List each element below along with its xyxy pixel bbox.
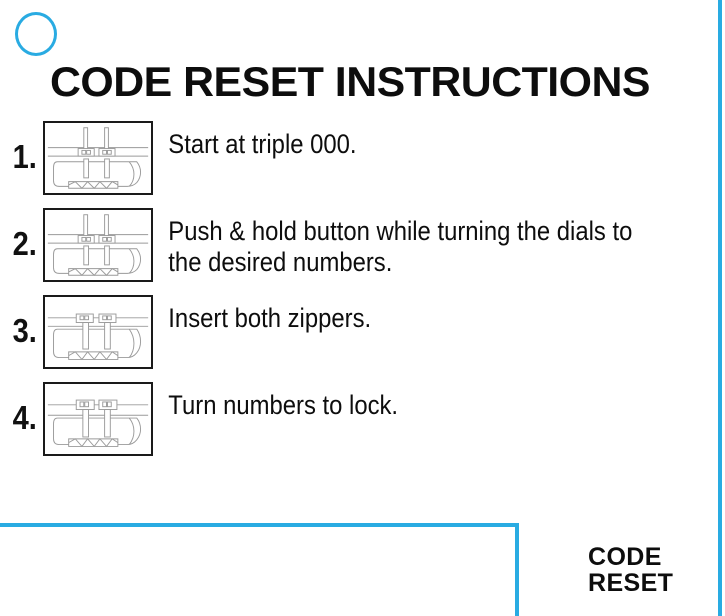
instruction-steps-list: 1. [0,118,700,466]
brand-line-2: RESET [588,568,674,597]
list-item: 2. [0,205,700,283]
lock-diagram-step-4-icon [43,382,153,456]
step-number: 2. [12,225,37,262]
corner-accent-rule-horizontal [0,523,519,527]
lock-diagram-step-2-icon [43,208,153,282]
lock-diagram-step-1-icon [43,121,153,195]
list-item: 4. [0,379,700,457]
list-item: 1. [0,118,700,196]
step-text: Turn numbers to lock. [168,390,399,420]
corner-accent-rule-vertical [515,523,519,616]
step-number: 1. [12,138,37,175]
step-number: 3. [12,312,37,349]
step-text: Push & hold button while turning the dia… [168,216,633,277]
page-title: CODE RESET INSTRUCTIONS [50,58,650,105]
circle-outline-icon [15,12,57,56]
step-text: Insert both zippers. [168,303,372,333]
lock-diagram-step-3-icon [43,295,153,369]
brand-lockup: CODE RESET [588,543,708,597]
list-item: 3. [0,292,700,370]
step-number: 4. [12,399,37,436]
brand-line-1: CODE [588,543,662,571]
step-text: Start at triple 000. [168,129,357,159]
vertical-accent-rule [718,0,722,616]
